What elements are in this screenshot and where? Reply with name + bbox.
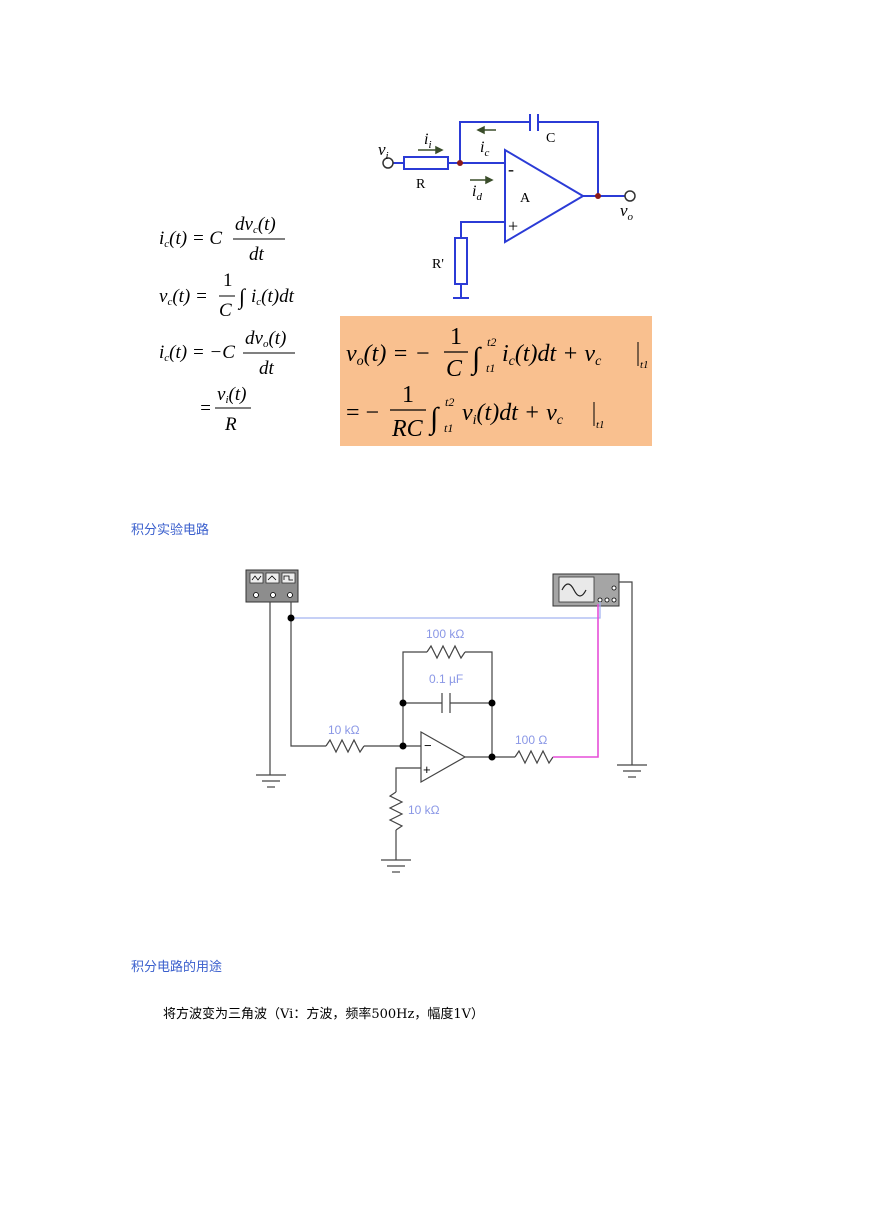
svg-text:t1: t1 — [596, 419, 605, 431]
svg-text:ic(t)dt: ic(t)dt — [251, 286, 295, 308]
svg-text:dvo(t): dvo(t) — [245, 328, 286, 350]
svg-text:vi(t): vi(t) — [217, 384, 246, 406]
amp-label: A — [520, 191, 531, 206]
svg-text:dvc(t): dvc(t) — [235, 214, 276, 236]
circuit-plus-label: + — [423, 762, 431, 777]
svg-text:ii: ii — [424, 131, 432, 151]
svg-text:vc(t) =: vc(t) = — [159, 286, 208, 308]
circuit-minus-label: − — [424, 738, 432, 753]
svg-text:=: = — [199, 398, 212, 419]
derivation-equations: ic(t) = C dvc(t) dt vc(t) = 1 C ∫ ic(t)d… — [159, 214, 295, 435]
ii-label: i — [424, 131, 428, 148]
formula-box — [340, 316, 652, 446]
svg-text:RC: RC — [391, 416, 424, 442]
svg-text:id: id — [472, 183, 482, 203]
svg-text:dt: dt — [259, 358, 275, 379]
simulation-circuit: − + 100 kΩ 0.1 µF 10 kΩ 100 Ω 10 kΩ — [245, 569, 647, 873]
r-out-label: 100 Ω — [515, 733, 547, 747]
svg-text:= −: = − — [346, 400, 379, 426]
svg-text:vo: vo — [620, 201, 634, 223]
svg-text:C: C — [446, 356, 463, 382]
r-prime-label: R' — [432, 257, 444, 272]
svg-text:t1: t1 — [486, 361, 495, 375]
svg-text:t1: t1 — [640, 359, 649, 371]
svg-text:C: C — [219, 300, 232, 321]
vi-label: v — [378, 140, 386, 159]
svg-text:ic(t) = −C: ic(t) = −C — [159, 342, 235, 364]
svg-text:1: 1 — [402, 382, 414, 408]
plus-label: + — [508, 216, 518, 236]
id-label: i — [472, 183, 476, 200]
integrator-schematic: vi ii ic id vo R C A R' - + — [378, 114, 636, 299]
section-heading-usage: 积分电路的用途 — [131, 960, 223, 975]
function-generator — [245, 569, 299, 603]
resistor-label: R — [416, 177, 426, 192]
svg-text:R: R — [224, 414, 237, 435]
svg-text:vi: vi — [378, 140, 389, 162]
svg-text:1: 1 — [223, 270, 233, 291]
svg-text:∫: ∫ — [237, 284, 247, 310]
svg-text:ic: ic — [480, 139, 489, 159]
r-in-label: 10 kΩ — [328, 723, 360, 737]
output-wire — [553, 604, 599, 758]
vo-label: v — [620, 201, 628, 220]
capacitor-label: C — [546, 131, 555, 146]
usage-description: 将方波变为三角波（Vi：方波，频率500Hz，幅度1V） — [163, 1007, 484, 1022]
minus-label: - — [508, 159, 514, 179]
integrator-output-formula: vo(t) = − 1 C ∫ t2 t1 ic(t)dt + vc t1 = … — [346, 324, 649, 442]
r-ground-label: 10 kΩ — [408, 803, 440, 817]
svg-text:t2: t2 — [445, 395, 454, 409]
svg-text:vo(t) = −: vo(t) = − — [346, 341, 431, 369]
svg-text:vi(t)dt + vc: vi(t)dt + vc — [462, 400, 564, 428]
svg-text:ic(t)dt + vc: ic(t)dt + vc — [502, 341, 602, 369]
svg-text:t1: t1 — [444, 421, 453, 435]
svg-text:∫: ∫ — [428, 402, 440, 437]
oscilloscope — [552, 573, 620, 607]
svg-text:t2: t2 — [487, 335, 496, 349]
section-heading-experiment: 积分实验电路 — [131, 523, 210, 538]
capacitor-value-label: 0.1 µF — [429, 672, 463, 686]
probe-wire — [291, 602, 601, 619]
svg-text:∫: ∫ — [470, 342, 482, 377]
svg-text:dt: dt — [249, 244, 265, 265]
r-feedback-label: 100 kΩ — [426, 627, 464, 641]
ic-label: i — [480, 139, 484, 156]
svg-text:ic(t) = C: ic(t) = C — [159, 228, 222, 250]
svg-text:1: 1 — [450, 324, 462, 350]
